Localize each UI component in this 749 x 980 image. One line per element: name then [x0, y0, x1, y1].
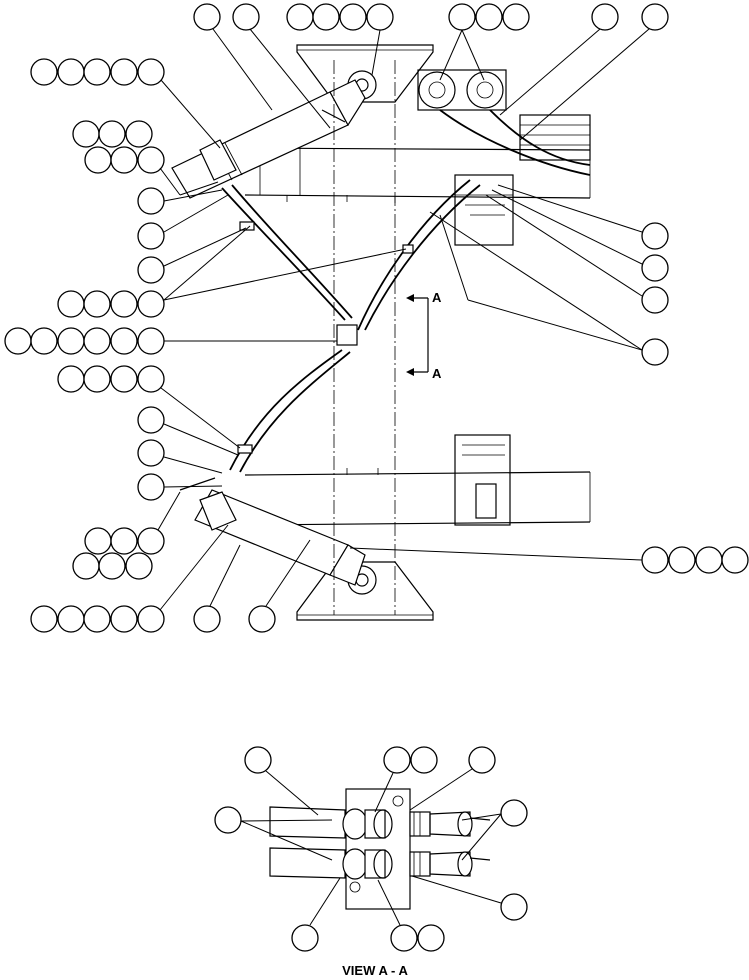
- upper-right-hoses: [439, 109, 591, 176]
- hose-assembly: [221, 179, 481, 473]
- section-arrow-lower: A: [406, 366, 442, 381]
- callout-bubbles-view: [214, 746, 528, 952]
- section-arrow-upper: A: [406, 290, 442, 372]
- callout-bubbles-top: [4, 3, 749, 633]
- lower-frame: [244, 434, 591, 621]
- upper-cylinder: [171, 79, 366, 199]
- view-title: VIEW A - A: [342, 963, 408, 978]
- lower-cylinder: [179, 477, 366, 586]
- section-marker-upper: A: [432, 290, 442, 305]
- view-a-a-detail: [269, 788, 491, 910]
- section-marker-lower: A: [432, 366, 442, 381]
- upper-right-motor: [417, 69, 591, 246]
